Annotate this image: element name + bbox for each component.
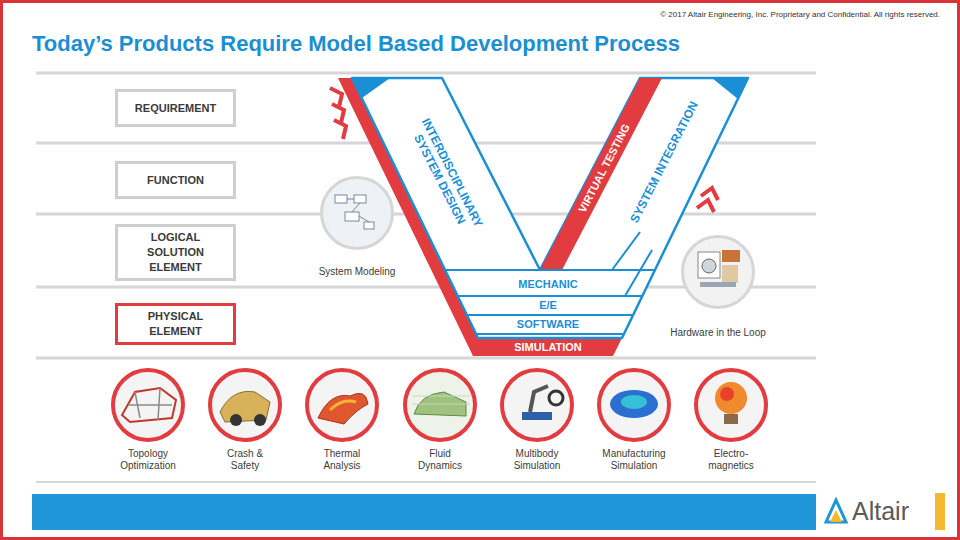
node-text: SYSTEM INTEGRATION — [619, 83, 709, 241]
node-text: Manufacturing Simulation — [591, 448, 677, 472]
application-circle: Multibody Simulation — [500, 368, 574, 442]
corner-mark — [712, 78, 748, 99]
node-text: Thermal Analysis — [312, 448, 372, 472]
circle-outline — [320, 176, 394, 250]
node-text: FUNCTION — [147, 173, 204, 188]
application-circle: Crash & Safety — [208, 368, 282, 442]
hardware-in-loop-icon — [682, 236, 754, 308]
node-text: INTERDISCIPLINARY SYSTEM DESIGN — [399, 103, 492, 249]
node-text: Crash & Safety — [219, 448, 271, 472]
node-text: PHYSICAL ELEMENT — [122, 309, 229, 339]
illustration-circle: System Modeling — [320, 176, 394, 250]
node-text: Electro-magnetics — [701, 448, 761, 472]
layer-band: E/E — [498, 298, 598, 312]
v-arm-band: SYSTEM INTEGRATION — [619, 83, 709, 241]
circle-outline — [111, 368, 185, 442]
node-text: SIMULATION — [493, 340, 603, 354]
node-text: LOGICAL SOLUTION ELEMENT — [122, 230, 229, 275]
illustration-circle: Hardware in the Loop — [681, 235, 755, 309]
copyright-note: © 2017 Altair Engineering, Inc. Propriet… — [660, 10, 940, 19]
level-box: FUNCTION — [115, 161, 236, 199]
node-text: Multibody Simulation — [504, 448, 570, 472]
circle-outline — [208, 368, 282, 442]
application-circle: Thermal Analysis — [305, 368, 379, 442]
circle-outline — [500, 368, 574, 442]
logo-text: Altair — [852, 497, 909, 526]
corner-mark — [352, 78, 390, 98]
node-text: E/E — [498, 298, 598, 312]
hardware-icon — [698, 250, 740, 287]
circle-outline — [681, 235, 755, 309]
block-diagram-icon — [335, 195, 374, 229]
circle-outline — [694, 368, 768, 442]
node-text: REQUIREMENT — [135, 101, 216, 116]
node-text: Topology Optimization — [109, 448, 187, 472]
system-modeling-icon — [321, 177, 393, 249]
circle-outline — [403, 368, 477, 442]
nested-bands — [445, 232, 655, 334]
node-text: VIRTUAL TESTING — [568, 107, 640, 229]
circle-outline — [305, 368, 379, 442]
footer-bar — [32, 494, 816, 530]
logo-bar — [935, 493, 945, 530]
application-icons — [114, 371, 765, 439]
circle-outline — [597, 368, 671, 442]
node-text: System Modeling — [307, 266, 407, 278]
application-circle: Manufacturing Simulation — [597, 368, 671, 442]
node-text: Hardware in the Loop — [658, 327, 778, 339]
v-arm-band: INTERDISCIPLINARY SYSTEM DESIGN — [399, 103, 492, 249]
node-text: MECHANIC — [498, 277, 598, 291]
virtual-testing-band — [540, 78, 662, 270]
application-circle: Fluid Dynamics — [403, 368, 477, 442]
application-circle: Electro-magnetics — [694, 368, 768, 442]
layer-band: SIMULATION — [493, 340, 603, 354]
level-box: PHYSICAL ELEMENT — [115, 303, 236, 345]
layer-band: MECHANIC — [498, 277, 598, 291]
level-lines — [36, 73, 816, 482]
level-box: REQUIREMENT — [115, 89, 236, 127]
application-circle: Topology Optimization — [111, 368, 185, 442]
altair-logo-mark — [826, 500, 846, 522]
layer-band: SOFTWARE — [498, 317, 598, 331]
slide-title: Today’s Products Require Model Based Dev… — [32, 31, 680, 57]
level-box: LOGICAL SOLUTION ELEMENT — [115, 224, 236, 281]
v-body — [352, 78, 748, 338]
node-text: SOFTWARE — [498, 317, 598, 331]
v-arm-band: VIRTUAL TESTING — [568, 107, 640, 229]
node-text: Fluid Dynamics — [412, 448, 468, 472]
